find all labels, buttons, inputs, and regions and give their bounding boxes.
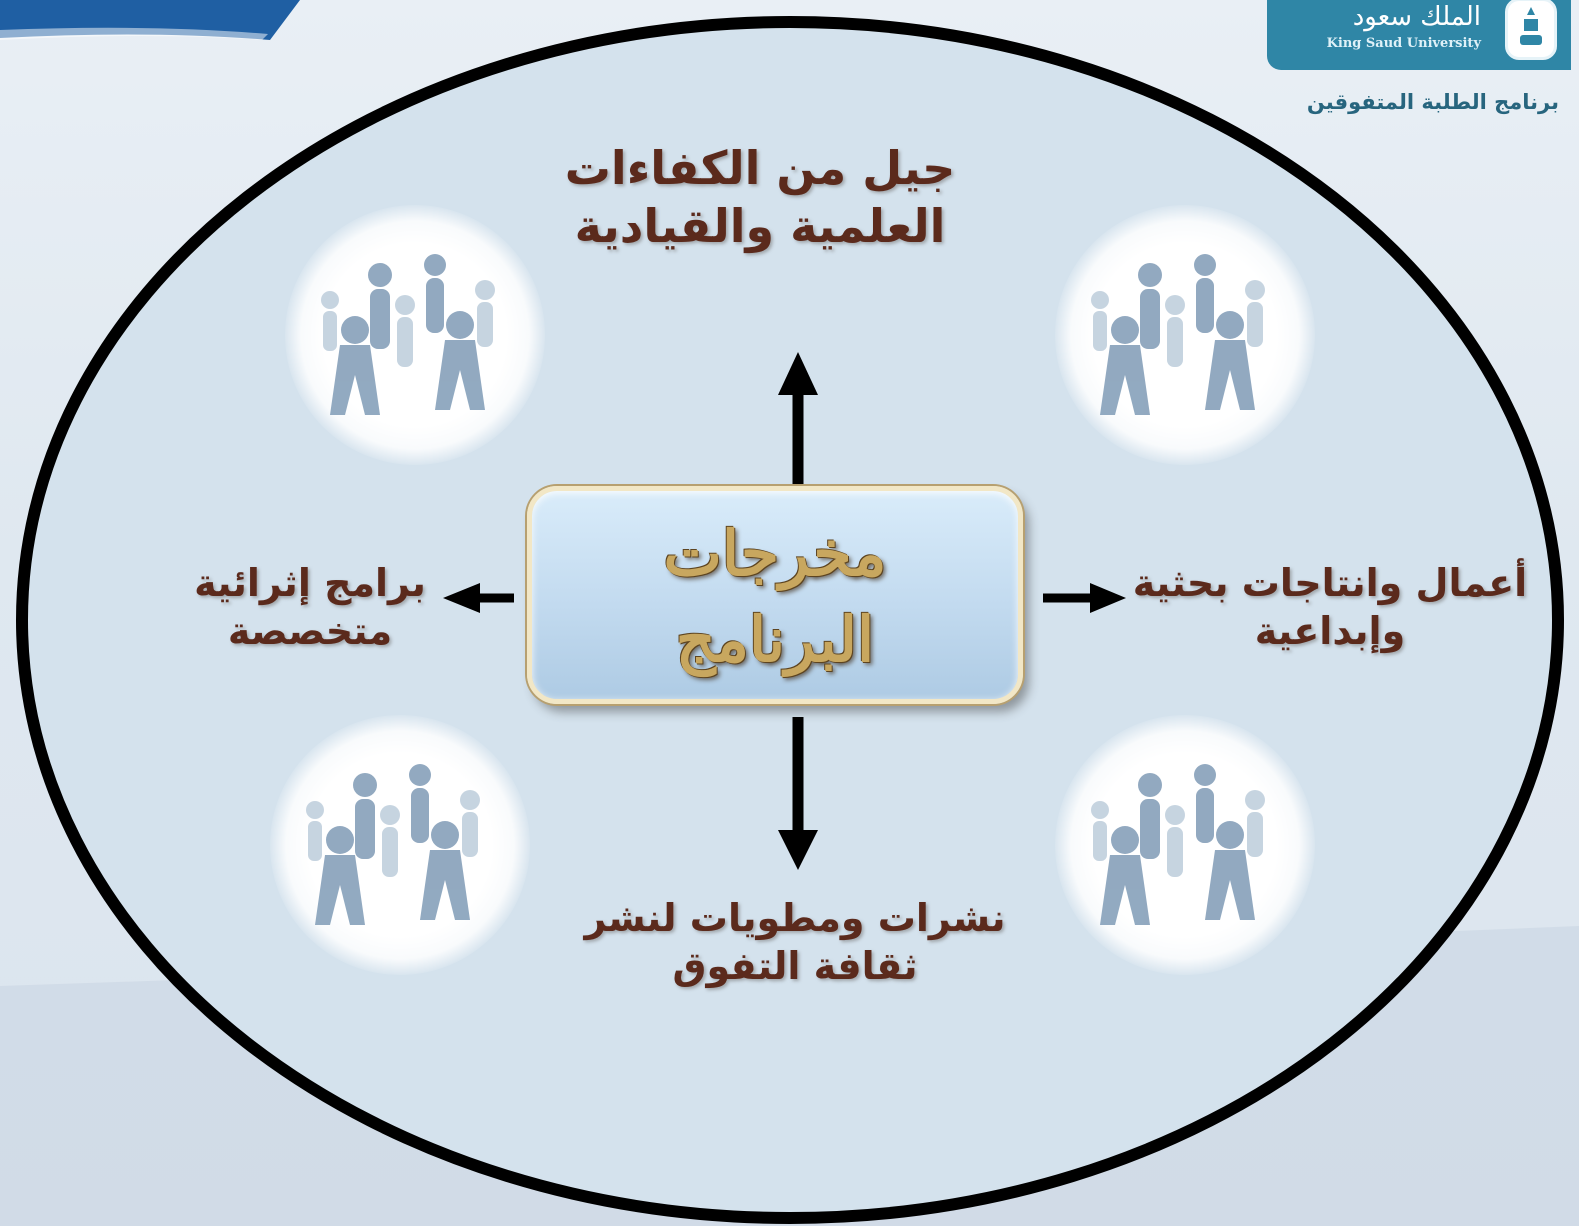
outcome-left-line2: متخصصة xyxy=(227,608,393,653)
outcome-bottom-line2: ثقافة التفوق xyxy=(672,943,918,988)
outcome-right-line2: وإبداعية xyxy=(1254,608,1406,653)
arrow-right-icon xyxy=(1043,583,1126,613)
arrow-up-icon xyxy=(778,352,818,485)
arrow-down-icon xyxy=(778,717,818,870)
header-swoosh xyxy=(0,0,300,40)
people-group-icon xyxy=(1055,715,1315,975)
outcome-left: برامج إثرائية متخصصة xyxy=(150,560,470,655)
university-seal-icon xyxy=(1505,0,1557,60)
center-title-line1: مخرجات xyxy=(663,517,887,590)
logo-english-name: King Saud University xyxy=(1326,36,1481,51)
logo-arabic-name: الملك سعود xyxy=(1352,2,1481,32)
program-label: برنامج الطلبة المتفوقين xyxy=(1306,90,1559,114)
people-group-icon xyxy=(270,715,530,975)
people-group-icon xyxy=(1055,205,1315,465)
outcome-top-line1: جيل من الكفاءات xyxy=(564,141,956,195)
center-title-line2: البرنامج xyxy=(675,603,875,676)
arrow-left-icon xyxy=(443,583,514,613)
outcome-top-line2: العلمية والقيادية xyxy=(574,198,946,253)
people-group-icon xyxy=(285,205,545,465)
outcome-right-line1: أعمال وانتاجات بحثية xyxy=(1132,561,1528,605)
outcome-left-line1: برامج إثرائية xyxy=(194,561,426,605)
university-logo: الملك سعود King Saud University xyxy=(1267,0,1571,70)
outcome-right: أعمال وانتاجات بحثية وإبداعية xyxy=(1120,560,1540,655)
outcome-bottom: نشرات ومطويات لنشر ثقافة التفوق xyxy=(560,895,1030,990)
outcome-top: جيل من الكفاءات العلمية والقيادية xyxy=(550,140,970,255)
outcome-bottom-line1: نشرات ومطويات لنشر xyxy=(584,896,1006,940)
center-box: مخرجات البرنامج xyxy=(527,486,1023,704)
